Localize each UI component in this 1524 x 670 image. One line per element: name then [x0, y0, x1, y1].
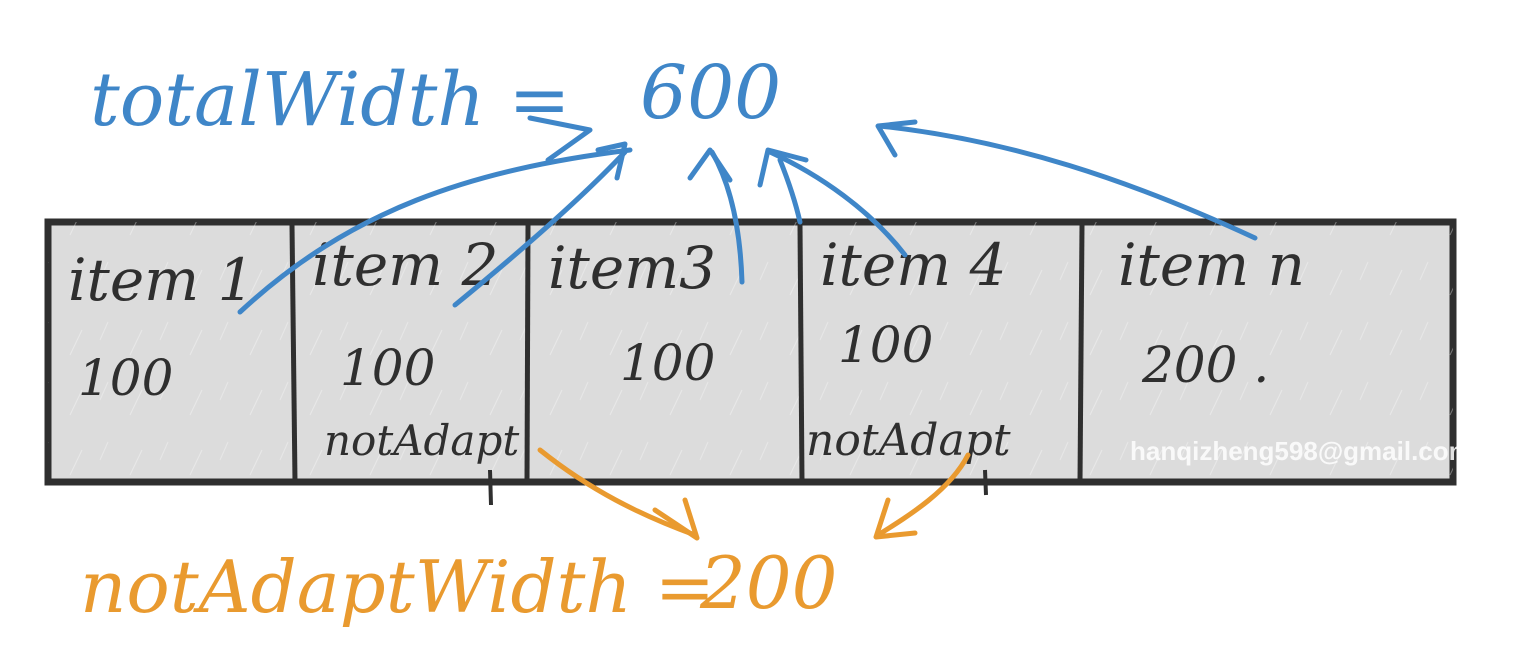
cell-divider	[524, 224, 531, 483]
not-adapt-width-value: 200	[699, 541, 837, 625]
item-name: item n	[1118, 231, 1305, 299]
item-name: item 4	[820, 231, 1007, 299]
table-cell-item-3: item3 100	[548, 234, 716, 392]
total-width-value: 600	[640, 50, 781, 136]
arrow-item-2	[452, 149, 628, 308]
table-cell-item-n: item n 200 .	[1118, 231, 1305, 394]
arrow-item-1	[237, 147, 633, 315]
not-adapt-arrows	[537, 447, 971, 541]
arrow-item-4	[767, 149, 908, 258]
item-flag: notAdapt	[806, 415, 1011, 466]
item-width: 100	[620, 334, 715, 392]
item-width: 100	[340, 339, 435, 397]
item-width: 100	[838, 316, 933, 374]
cell-divider	[289, 224, 298, 483]
table-cell-item-1: item 1 100	[68, 246, 255, 407]
arrow-item-2-not-adapt	[537, 447, 698, 538]
table-cell-item-4: item 4 100 notAdapt	[806, 231, 1011, 466]
item-name: item3	[548, 234, 716, 302]
items-table: item 1 100 item 2 100 notAdapt item3 100…	[44, 218, 1472, 506]
total-width-label: totalWidth =	[90, 57, 571, 143]
arrow-item-n	[877, 123, 1258, 241]
item-width: 100	[78, 349, 173, 407]
total-width-arrows	[237, 115, 1258, 315]
item-flag: notAdapt	[324, 416, 519, 465]
arrow-item-4-not-adapt	[875, 452, 971, 538]
item-width: 200 .	[1141, 336, 1269, 394]
table-cell-item-2: item 2 100 notAdapt	[312, 231, 519, 465]
not-adapt-width-label: notAdaptWidth =	[80, 545, 715, 629]
cell-divider	[797, 224, 805, 483]
watermark: hanqizheng598@gmail.com	[1130, 436, 1472, 466]
cell-divider	[1077, 224, 1085, 483]
item-name: item 1	[68, 246, 255, 314]
item-name: item 2	[312, 231, 499, 299]
